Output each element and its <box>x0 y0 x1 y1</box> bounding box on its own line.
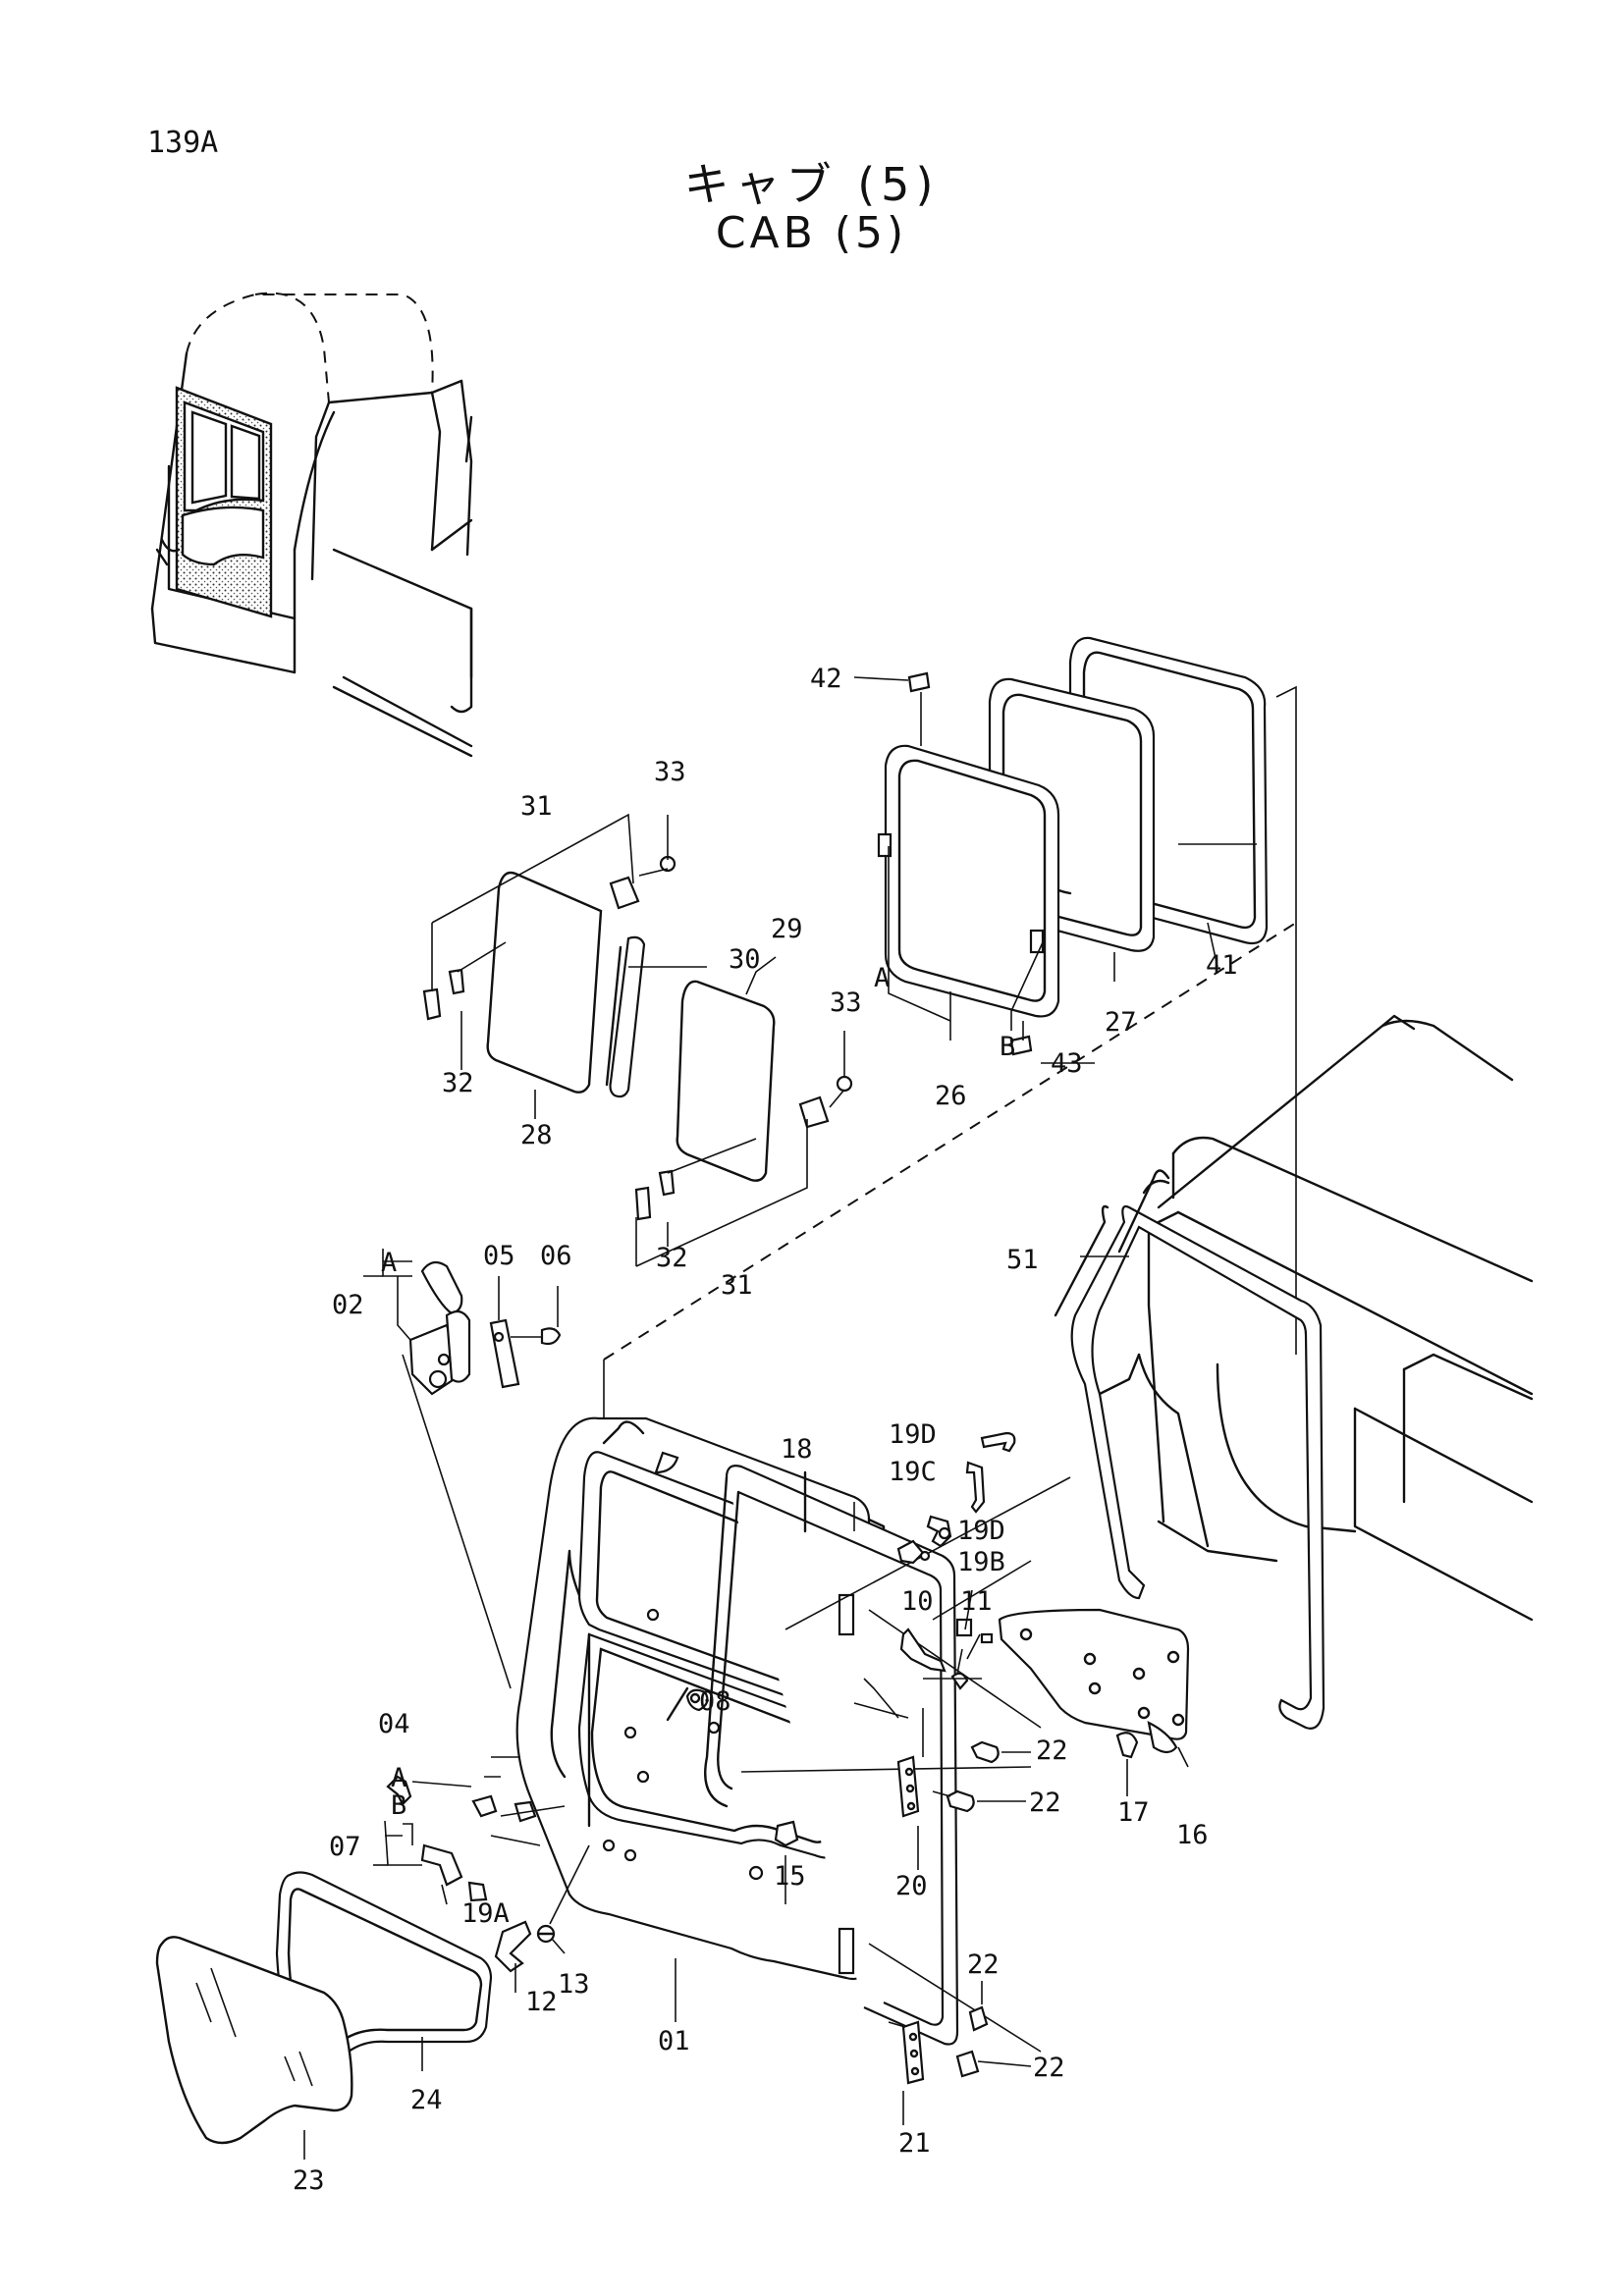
label-11: 11 <box>960 1586 993 1617</box>
label-22-a: 22 <box>1036 1735 1068 1766</box>
label-19d-a: 19D <box>889 1419 937 1450</box>
label-08: 08 <box>699 1686 731 1717</box>
rear-window-frames <box>853 636 1297 1355</box>
label-32-a: 32 <box>442 1068 474 1098</box>
title-japanese: キャブ (5) <box>683 158 940 211</box>
label-a-lower: A <box>391 1763 406 1793</box>
label-19a: 19A <box>461 1898 510 1929</box>
page-number: 139A <box>147 126 219 160</box>
label-32-b: 32 <box>656 1243 688 1273</box>
leader-line-dashed <box>603 922 1297 1361</box>
label-26: 26 <box>935 1081 967 1111</box>
label-02: 02 <box>332 1290 364 1320</box>
label-b-lower: B <box>391 1790 406 1821</box>
label-b-top: B <box>1000 1032 1015 1062</box>
label-33-b: 33 <box>830 988 862 1018</box>
sliding-glass-group <box>422 813 853 1267</box>
label-41: 41 <box>1206 950 1238 981</box>
door-assembly <box>515 1416 1071 2053</box>
label-06: 06 <box>540 1241 572 1271</box>
label-19b: 19B <box>957 1547 1005 1577</box>
label-16: 16 <box>1176 1820 1209 1850</box>
label-28: 28 <box>520 1120 553 1150</box>
cab-body-door-seal <box>1054 1014 1534 1730</box>
cab-overview-inset <box>150 292 473 758</box>
label-31-bottom: 31 <box>721 1270 753 1301</box>
label-a-top: A <box>874 963 890 993</box>
label-31-top: 31 <box>520 791 553 822</box>
label-51: 51 <box>1006 1245 1039 1275</box>
label-43: 43 <box>1051 1048 1083 1079</box>
label-18: 18 <box>781 1434 813 1465</box>
label-10: 10 <box>901 1586 934 1617</box>
label-07: 07 <box>329 1832 361 1862</box>
lower-glass-group <box>155 1871 493 2160</box>
label-15: 15 <box>774 1861 806 1892</box>
label-20: 20 <box>895 1871 928 1901</box>
label-19c: 19C <box>889 1457 937 1487</box>
label-30: 30 <box>729 944 761 975</box>
label-05: 05 <box>483 1241 515 1271</box>
door-lock-group <box>363 1249 562 1689</box>
callout-labels: 42 43 41 27 26 A B 31 33 30 29 33 32 28 … <box>293 664 1238 2196</box>
label-04: 04 <box>378 1709 410 1739</box>
label-24: 24 <box>410 2085 443 2115</box>
label-19d-b: 19D <box>957 1516 1005 1546</box>
label-23: 23 <box>293 2165 325 2196</box>
hardware-parts <box>373 1431 1190 2125</box>
label-a-handle: A <box>381 1248 397 1278</box>
label-33-a: 33 <box>654 757 686 787</box>
label-17: 17 <box>1117 1797 1150 1828</box>
label-42: 42 <box>810 664 842 694</box>
label-12: 12 <box>525 1987 558 2017</box>
label-22-c: 22 <box>967 1949 1000 1980</box>
label-29: 29 <box>771 914 803 944</box>
label-27: 27 <box>1105 1007 1137 1038</box>
label-22-d: 22 <box>1033 2053 1065 2083</box>
label-01: 01 <box>658 2026 690 2056</box>
label-13: 13 <box>558 1969 590 2000</box>
label-21: 21 <box>898 2128 931 2159</box>
title-english: CAB (5) <box>715 208 908 258</box>
label-22-b: 22 <box>1029 1788 1061 1818</box>
